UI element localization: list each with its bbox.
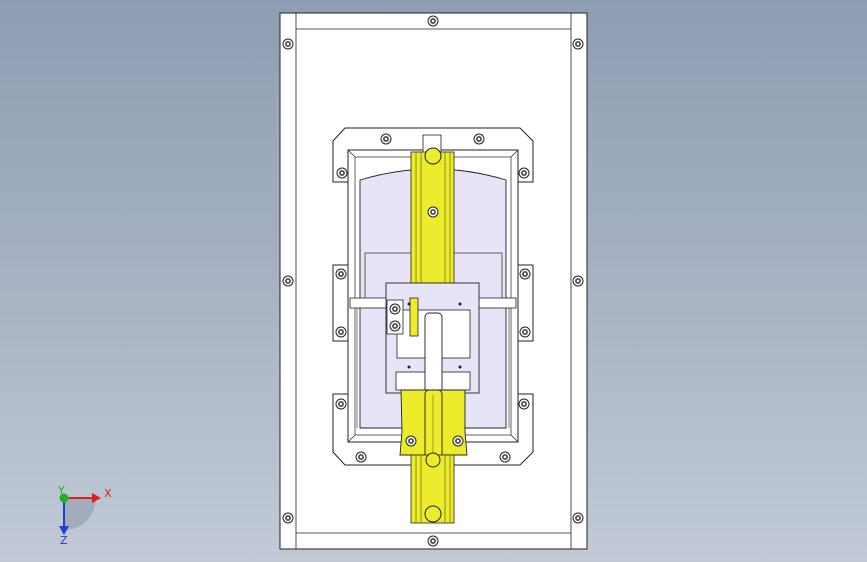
x-axis-label: X [104,487,112,500]
y-axis-label: Y [57,484,65,497]
z-axis-arrow [59,526,69,535]
lower-rail [410,452,455,524]
bolt-top-center [427,15,439,27]
right-bracket-upper [515,264,534,342]
bolt-top-right [572,38,584,50]
bolt-bottom-right [572,512,584,524]
upper-rail [410,134,455,303]
orientation-triad: X Y Z [57,484,112,547]
lower-slide-block [399,389,468,461]
bolt-bottom-center [427,535,439,547]
bolt-mid-left [282,275,294,287]
bolt-top-left [282,38,294,50]
bolt-bottom-left [282,512,294,524]
z-axis-label: Z [60,534,68,547]
bolt-mid-right [572,275,584,287]
triad-shadow [64,498,96,530]
left-bracket-upper [332,264,351,342]
carriage [385,282,480,440]
y-axis-dot [59,493,69,503]
x-axis-arrow [92,493,101,503]
